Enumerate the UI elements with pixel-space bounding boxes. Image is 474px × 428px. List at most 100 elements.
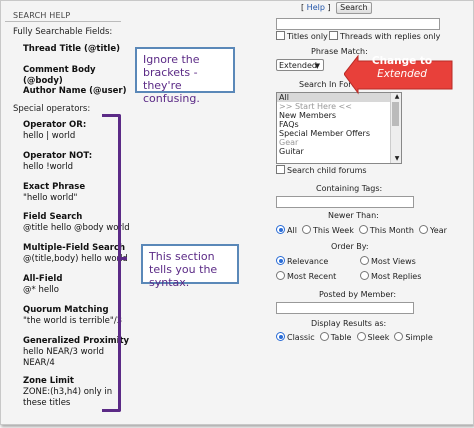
titles-only-checkbox[interactable] bbox=[276, 31, 285, 40]
radio-selected-icon[interactable] bbox=[276, 332, 285, 341]
radio-icon[interactable] bbox=[418, 225, 428, 234]
field-title: Thread Title (@title) bbox=[23, 44, 120, 54]
search-input[interactable] bbox=[276, 18, 440, 30]
radio-icon[interactable] bbox=[276, 271, 285, 280]
radio-selected-icon[interactable] bbox=[276, 225, 285, 234]
fully-searchable-label: Fully Searchable Fields: bbox=[13, 27, 113, 37]
bracket-open: [ bbox=[301, 3, 305, 12]
operator-title: All-Field bbox=[23, 274, 63, 284]
containing-tags-input[interactable] bbox=[276, 196, 414, 208]
operator-item: Operator NOT:hello !world bbox=[23, 151, 135, 173]
bracket-close: ] bbox=[327, 3, 331, 12]
radio-icon[interactable] bbox=[319, 332, 329, 341]
change-arrow-shape bbox=[344, 54, 453, 95]
containing-tags-label: Containing Tags: bbox=[316, 184, 383, 193]
chevron-down-icon: ▼ bbox=[314, 62, 320, 70]
operator-title: Operator NOT: bbox=[23, 151, 93, 161]
operator-example: @title hello @body world bbox=[23, 223, 130, 233]
order-most-views[interactable]: Most Views bbox=[360, 256, 416, 266]
display-table[interactable]: Table bbox=[319, 332, 352, 342]
newer-than-year-label: Year bbox=[429, 226, 447, 235]
newer-than-month-label: This Month bbox=[369, 226, 414, 235]
forum-option[interactable]: >> Start Here << bbox=[279, 102, 352, 111]
syntax-callout: This section tells you the syntax. bbox=[141, 244, 239, 289]
scroll-up-icon[interactable]: ▲ bbox=[394, 93, 400, 100]
operator-item: All-Field@* hello bbox=[23, 274, 135, 296]
field-title: Comment Body (@body) bbox=[23, 65, 96, 86]
field-item: Thread Title (@title) bbox=[23, 44, 135, 55]
change-value-text: Extended bbox=[377, 68, 427, 80]
special-operators-label: Special operators: bbox=[13, 104, 91, 114]
display-classic-label: Classic bbox=[287, 333, 315, 342]
order-most-replies[interactable]: Most Replies bbox=[360, 271, 421, 281]
newer-than-month[interactable]: This Month bbox=[358, 225, 414, 235]
field-item: Author Name (@user) bbox=[23, 86, 135, 97]
search-child-forums-checkbox[interactable] bbox=[276, 165, 285, 174]
search-child-forums-option[interactable]: Search child forums bbox=[276, 165, 367, 175]
operator-title: Field Search bbox=[23, 212, 83, 222]
radio-icon[interactable] bbox=[360, 271, 369, 280]
display-simple-label: Simple bbox=[405, 333, 433, 342]
syntax-bracket bbox=[102, 114, 121, 412]
display-table-label: Table bbox=[330, 333, 352, 342]
scrollbar-thumb[interactable] bbox=[392, 102, 399, 126]
radio-icon[interactable] bbox=[360, 256, 369, 265]
forums-listbox[interactable]: All >> Start Here << New Members FAQs Sp… bbox=[276, 92, 402, 164]
forum-option[interactable]: FAQs bbox=[279, 120, 299, 129]
syntax-bracket-pointer bbox=[117, 257, 127, 260]
change-arrow-icon bbox=[344, 54, 453, 95]
newer-than-all-label: All bbox=[287, 226, 297, 235]
radio-icon[interactable] bbox=[394, 332, 404, 341]
operator-item: Field Search@title hello @body world bbox=[23, 212, 135, 234]
operator-item: Operator OR:hello | world bbox=[23, 120, 135, 142]
display-results-label: Display Results as: bbox=[311, 319, 387, 328]
forum-option[interactable]: New Members bbox=[279, 111, 337, 120]
forum-option[interactable]: Guitar bbox=[279, 147, 304, 156]
help-link[interactable]: Help bbox=[306, 3, 325, 12]
change-callout: Change to Extended bbox=[357, 55, 447, 81]
order-relevance[interactable]: Relevance bbox=[276, 256, 328, 266]
display-simple[interactable]: Simple bbox=[394, 332, 433, 342]
forum-option[interactable]: Special Member Offers bbox=[279, 129, 371, 138]
newer-than-week[interactable]: This Week bbox=[302, 225, 354, 235]
search-form: [ Help ] Search Titles only Threads with… bbox=[271, 1, 471, 424]
field-title: Author Name (@user) bbox=[23, 86, 127, 96]
phrase-match-select[interactable]: Extended▼ bbox=[276, 59, 324, 71]
divider bbox=[5, 21, 121, 22]
posted-by-label: Posted by Member: bbox=[319, 290, 397, 299]
operator-title: Quorum Matching bbox=[23, 305, 109, 315]
radio-icon[interactable] bbox=[302, 225, 312, 234]
operator-title: Operator OR: bbox=[23, 120, 87, 130]
operator-example: @(title,body) hello world bbox=[23, 254, 128, 264]
newer-than-options: All This Week This Month Year bbox=[276, 225, 447, 235]
forum-option[interactable]: All bbox=[277, 93, 401, 102]
newer-than-all[interactable]: All bbox=[276, 225, 297, 235]
order-relevance-label: Relevance bbox=[287, 257, 329, 266]
display-classic[interactable]: Classic bbox=[276, 332, 315, 342]
search-button[interactable]: Search bbox=[336, 2, 372, 14]
radio-selected-icon[interactable] bbox=[276, 256, 285, 265]
radio-icon[interactable] bbox=[358, 225, 368, 234]
threads-with-replies-checkbox[interactable] bbox=[329, 31, 338, 40]
scrollbar[interactable]: ▲ ▼ bbox=[390, 93, 401, 163]
phrase-match-value: Extended bbox=[279, 61, 317, 70]
forum-option[interactable]: Gear bbox=[279, 138, 299, 147]
operator-item: Quorum Matching"the world is terrible"/3 bbox=[23, 305, 135, 327]
search-help-panel: SEARCH HELP Fully Searchable Fields: Thr… bbox=[5, 7, 130, 417]
scroll-down-icon[interactable]: ▼ bbox=[394, 155, 400, 162]
threads-with-replies-option[interactable]: Threads with replies only bbox=[329, 31, 440, 41]
brackets-callout: Ignore the brackets - they're confusing. bbox=[135, 47, 235, 105]
order-most-replies-label: Most Replies bbox=[371, 272, 422, 281]
titles-only-option[interactable]: Titles only bbox=[276, 31, 328, 41]
order-most-views-label: Most Views bbox=[371, 257, 416, 266]
field-item: Comment Body (@body) bbox=[23, 65, 135, 87]
order-by-label: Order By: bbox=[331, 242, 369, 251]
order-most-recent[interactable]: Most Recent bbox=[276, 271, 336, 281]
posted-by-input[interactable] bbox=[276, 302, 414, 314]
operator-example: "the world is terrible"/3 bbox=[23, 316, 123, 326]
radio-icon[interactable] bbox=[356, 332, 366, 341]
newer-than-year[interactable]: Year bbox=[418, 225, 447, 235]
display-sleek[interactable]: Sleek bbox=[356, 332, 389, 342]
operator-title: Multiple-Field Search bbox=[23, 243, 126, 253]
